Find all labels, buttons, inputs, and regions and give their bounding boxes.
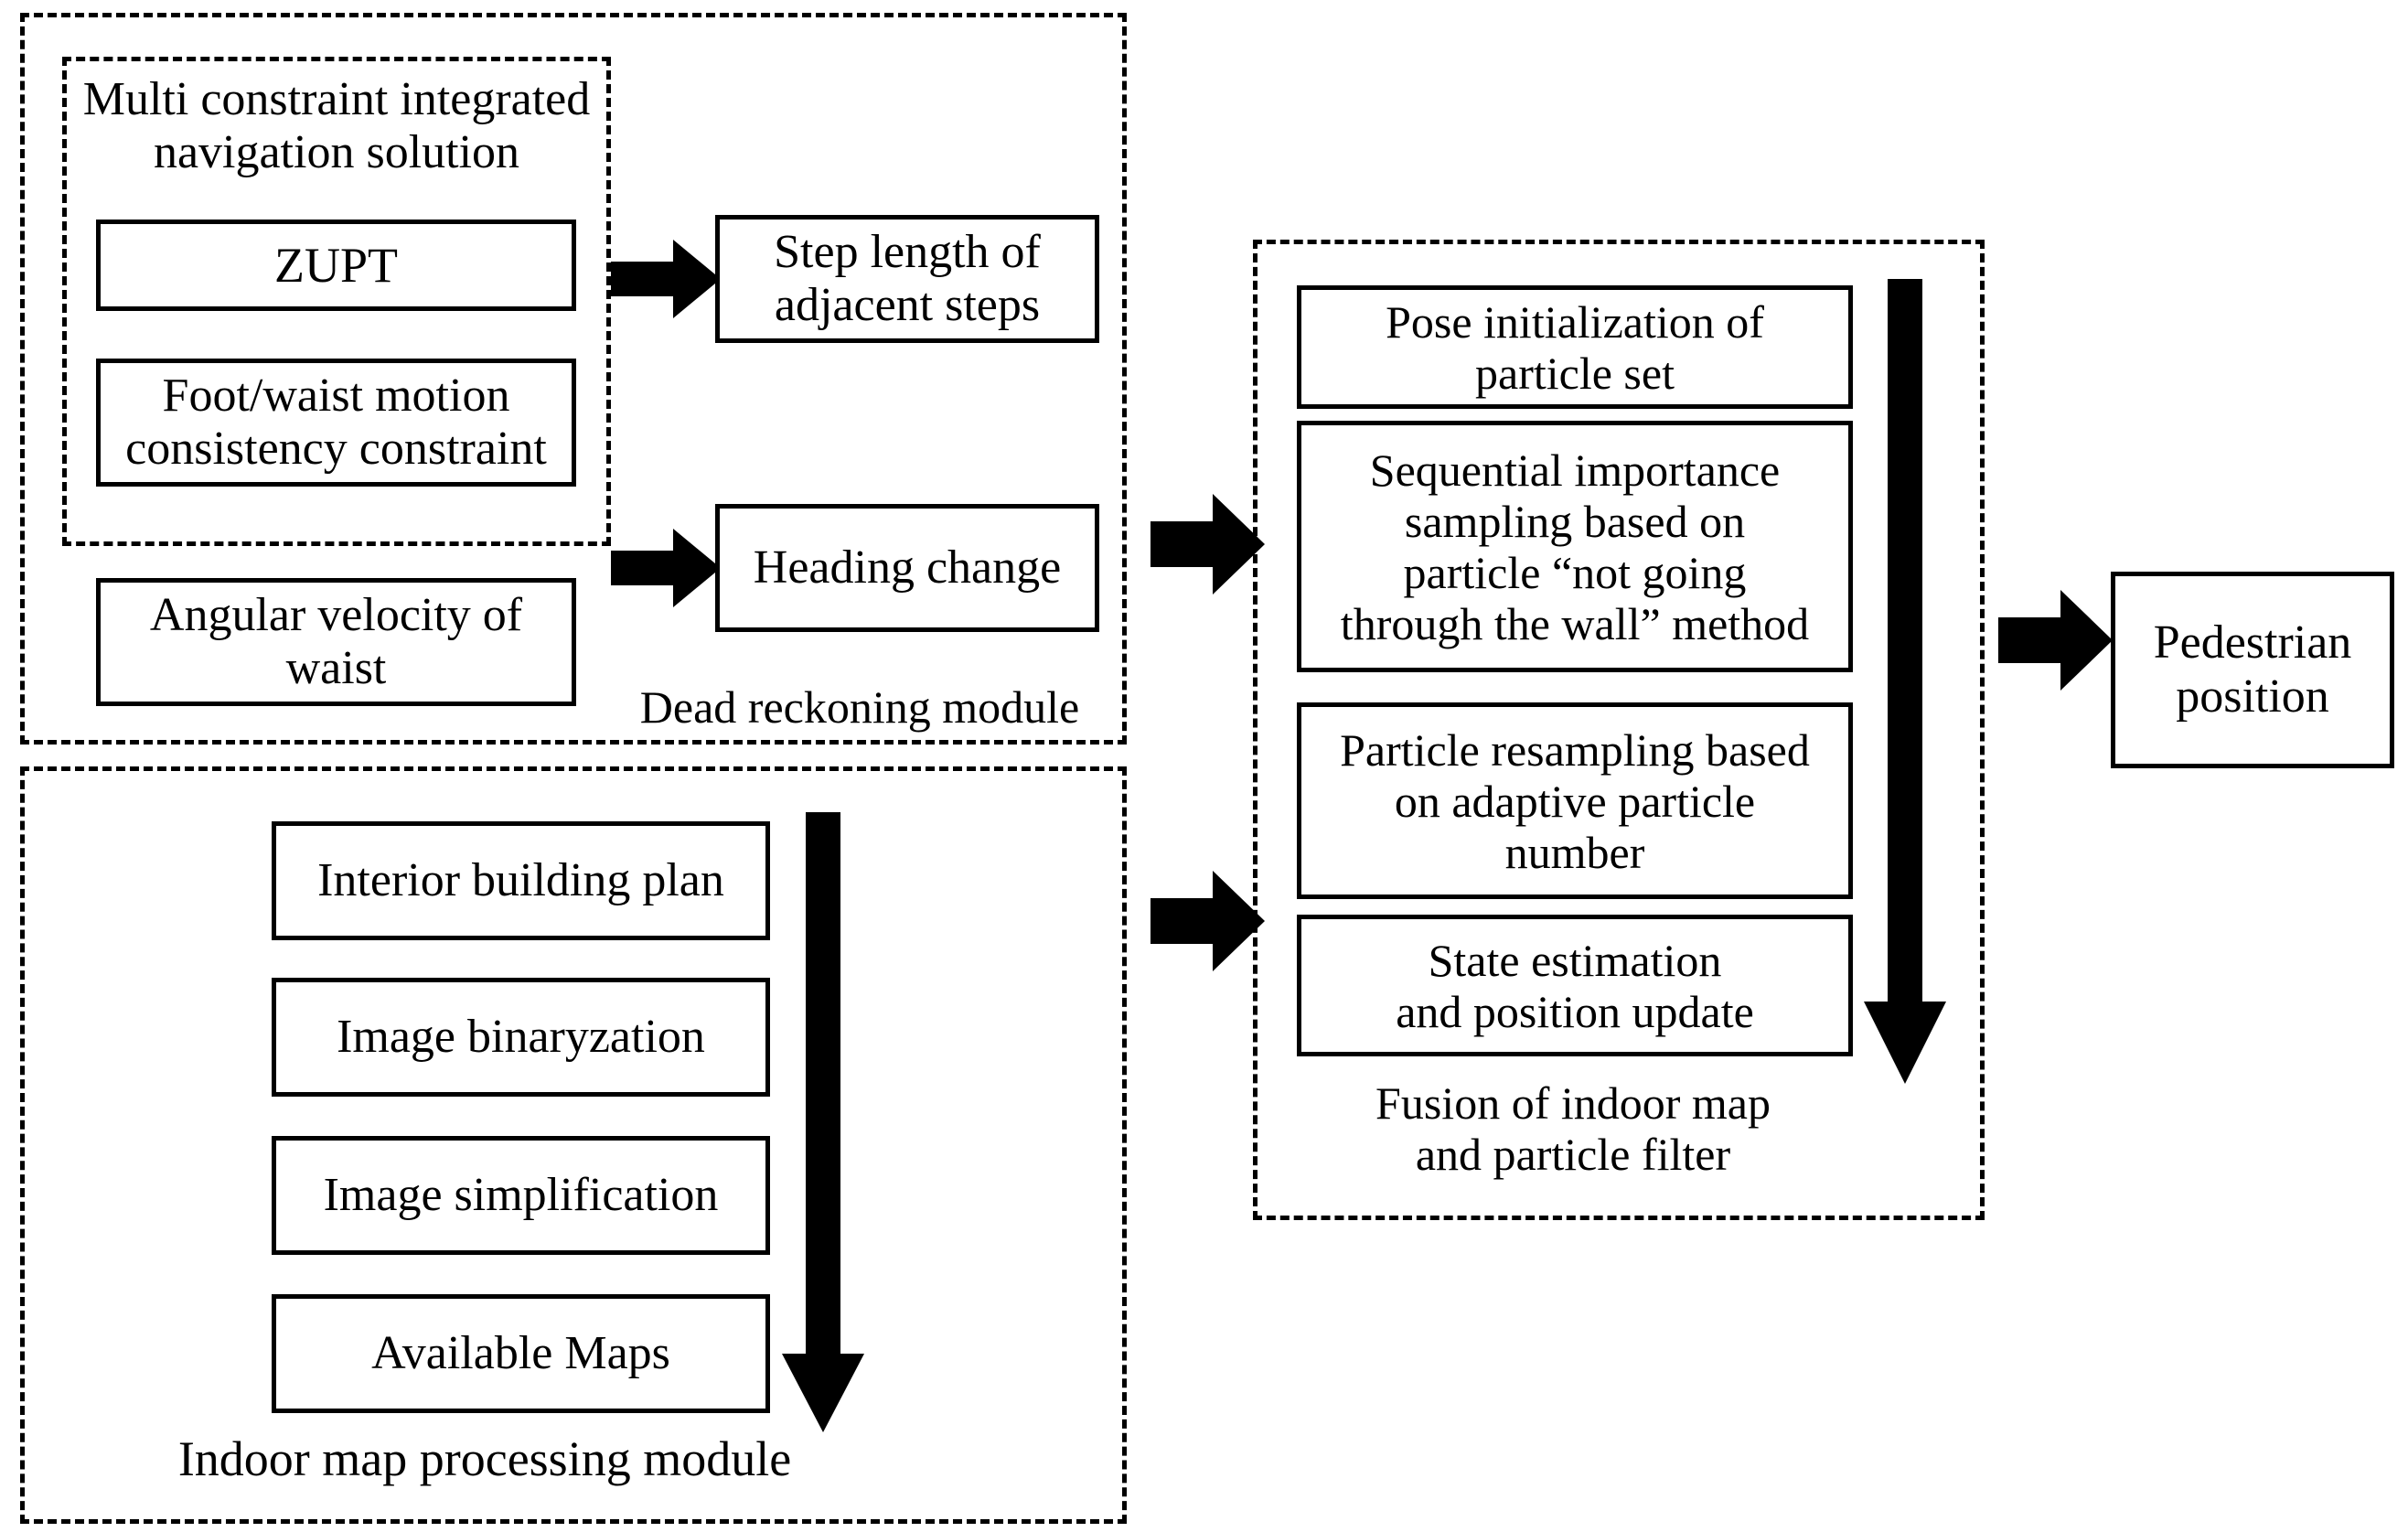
indoor-map-module-panel — [20, 766, 1127, 1524]
state-estimation-box-label: State estimation and position update — [1396, 934, 1754, 1037]
fusion-module-caption: Fusion of indoor map and particle filter — [1375, 1077, 1771, 1180]
indoor-map-sequence-flow-arrow — [782, 812, 864, 1432]
particle-resampling-box-label: Particle resampling based on adaptive pa… — [1340, 723, 1810, 878]
pedestrian-position-box-label: Pedestrian position — [2153, 616, 2352, 723]
pose-initialization-box: Pose initialization of particle set — [1297, 285, 1853, 409]
foot-waist-consistency-box-label: Foot/waist motion consistency constraint — [125, 369, 547, 475]
heading-change-box: Heading change — [715, 504, 1099, 632]
available-maps-box-label: Available Maps — [371, 1326, 670, 1379]
fusion-module-panel — [1253, 240, 1985, 1220]
dead-reckoning-to-fusion-arrow — [1150, 494, 1265, 595]
sequential-importance-sampling-box-label: Sequential importance sampling based on … — [1340, 444, 1810, 649]
pose-initialization-box-label: Pose initialization of particle set — [1386, 295, 1764, 399]
interior-building-plan-box: Interior building plan — [272, 821, 770, 940]
step-length-adjacent-steps-box: Step length of adjacent steps — [715, 215, 1099, 343]
angular-velocity-waist-box-label: Angular velocity of waist — [149, 588, 523, 694]
heading-change-box-label: Heading change — [753, 541, 1062, 594]
particle-resampling-box: Particle resampling based on adaptive pa… — [1297, 702, 1853, 899]
step-length-adjacent-steps-box-label: Step length of adjacent steps — [774, 225, 1041, 331]
image-binaryzation-box: Image binaryzation — [272, 978, 770, 1097]
fusion-sequence-flow-arrow — [1864, 279, 1946, 1084]
zupt-box-label: ZUPT — [274, 237, 398, 293]
image-simplification-box: Image simplification — [272, 1136, 770, 1255]
constraint-to-heading-change-arrow — [611, 529, 721, 607]
fusion-to-pedestrian-position-arrow — [1998, 590, 2113, 691]
indoor-map-module-caption: Indoor map processing module — [177, 1431, 792, 1486]
available-maps-box: Available Maps — [272, 1294, 770, 1413]
zupt-to-step-length-arrow — [611, 240, 721, 318]
multi-constraint-group-caption: Multi constraint integrated navigation s… — [82, 73, 591, 179]
zupt-box: ZUPT — [96, 220, 576, 311]
indoor-map-to-fusion-arrow — [1150, 871, 1265, 971]
image-simplification-box-label: Image simplification — [323, 1168, 719, 1221]
pedestrian-position-box: Pedestrian position — [2111, 572, 2394, 768]
image-binaryzation-box-label: Image binaryzation — [337, 1010, 705, 1063]
angular-velocity-waist-box: Angular velocity of waist — [96, 578, 576, 706]
multi-constraint-group-panel — [62, 57, 611, 546]
dead-reckoning-module-panel — [20, 13, 1127, 745]
interior-building-plan-box-label: Interior building plan — [317, 853, 724, 906]
sequential-importance-sampling-box: Sequential importance sampling based on … — [1297, 421, 1853, 672]
dead-reckoning-module-caption: Dead reckoning module — [639, 681, 1080, 733]
foot-waist-consistency-box: Foot/waist motion consistency constraint — [96, 359, 576, 487]
state-estimation-box: State estimation and position update — [1297, 915, 1853, 1056]
